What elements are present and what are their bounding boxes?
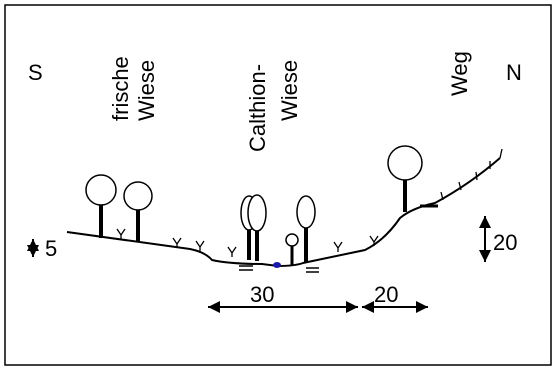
width-scale-right-label: 20 (374, 282, 398, 307)
path-label: Weg (447, 51, 472, 96)
tree-fresh-meadow-right (123, 181, 153, 242)
tree-calthion-right (296, 195, 316, 262)
south-label: S (28, 60, 43, 85)
terrain-profile-line (66, 157, 501, 268)
wet-ground-marker-right (306, 267, 319, 273)
fresh-meadow-label-line2: Wiese (134, 60, 159, 121)
water-point (273, 262, 281, 268)
north-label: N (506, 60, 522, 85)
shrub-calthion-small (285, 233, 299, 265)
fresh-meadow-label-line1: frische (108, 56, 133, 121)
calthion-meadow-label-line2: Wiese (277, 60, 302, 121)
tree-path (387, 145, 423, 212)
wet-ground-marker-left (239, 265, 253, 271)
height-scale-left-label: 5 (45, 236, 57, 261)
grass-tufts (116, 228, 379, 257)
slope-ticks (440, 148, 503, 201)
tree-fresh-meadow-left (85, 174, 117, 238)
calthion-meadow-label-line1: Calthion- (245, 64, 270, 152)
height-scale-right-label: 20 (493, 230, 517, 255)
tree-calthion-center (247, 194, 267, 261)
width-scale-left-label: 30 (250, 282, 274, 307)
